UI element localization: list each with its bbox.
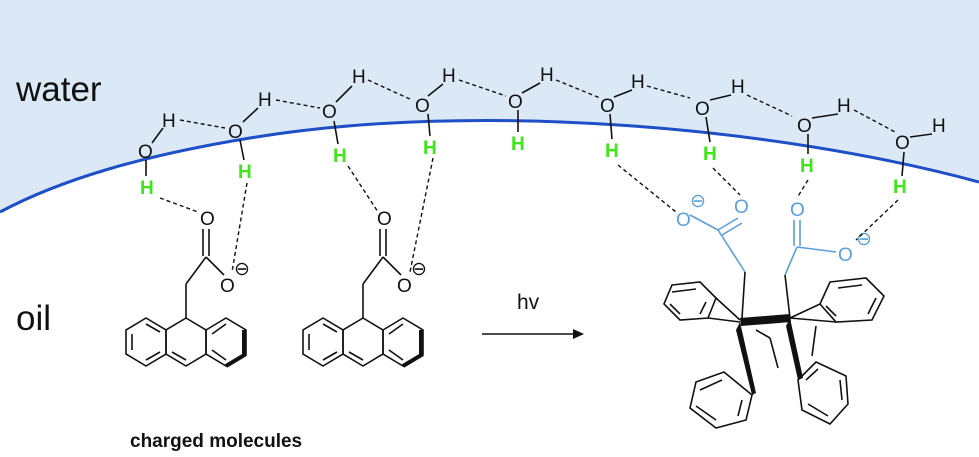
oxygen-atom: O bbox=[600, 96, 615, 117]
carbonyl-oxygen: O bbox=[734, 197, 749, 218]
water-molecule-6: O H H bbox=[600, 72, 645, 162]
water-molecule-1: O H H bbox=[138, 111, 176, 199]
carbonyl-oxygen: O bbox=[790, 200, 805, 221]
oil-label: oil bbox=[16, 299, 51, 338]
carbonyl-oxygen: O bbox=[377, 209, 392, 230]
water-label: water bbox=[15, 70, 102, 109]
photodimer-product: O ⊖ O O O ⊖ bbox=[617, 164, 899, 429]
hydrogen-atom: H bbox=[442, 66, 456, 87]
hbond-hydrogen: H bbox=[511, 134, 525, 155]
oxygen-atom: O bbox=[415, 96, 430, 117]
hydrogen-atom: H bbox=[731, 77, 745, 98]
water-molecule-5: O H H bbox=[508, 65, 554, 155]
water-molecule-4: O H H bbox=[415, 66, 456, 159]
carboxylate-oxygen: O bbox=[676, 210, 691, 231]
hv-label: hv bbox=[517, 291, 540, 314]
carboxylate-right: O O ⊖ bbox=[784, 200, 872, 276]
hbond-hydrogen: H bbox=[238, 162, 252, 183]
carbonyl-oxygen: O bbox=[200, 209, 215, 230]
oxygen-atom: O bbox=[695, 99, 710, 120]
hbond-hydrogen: H bbox=[140, 178, 154, 199]
hydrogen-atom: H bbox=[631, 72, 645, 93]
oxygen-atom: O bbox=[228, 122, 243, 143]
water-molecule-7: O H H bbox=[695, 77, 745, 165]
hydrogen-atom: H bbox=[837, 96, 851, 117]
carboxylate-oxygen: O bbox=[397, 276, 412, 297]
hydrogen-atom: H bbox=[352, 67, 366, 88]
carboxylate-oxygen: O bbox=[220, 276, 235, 297]
water-molecule-2: O H H bbox=[228, 90, 272, 183]
water-molecule-9: O H H bbox=[893, 116, 946, 198]
oil-water-interface bbox=[0, 118, 979, 214]
charged-molecule-2: O O ⊖ bbox=[302, 157, 434, 368]
hbond-hydrogen: H bbox=[893, 177, 907, 198]
water-molecule-8: O H H bbox=[797, 96, 851, 177]
oxygen-atom: O bbox=[797, 116, 812, 137]
hydrogen-atom: H bbox=[258, 90, 272, 111]
hbond-hydrogen: H bbox=[333, 146, 347, 167]
oxygen-atom: O bbox=[895, 133, 910, 154]
negative-charge: ⊖ bbox=[234, 259, 250, 280]
hbond-hydrogen: H bbox=[605, 141, 619, 162]
hydrogen-atom: H bbox=[932, 116, 946, 137]
water-phase-region bbox=[0, 0, 979, 212]
charged-molecule-1: O O ⊖ bbox=[125, 182, 250, 368]
hbond-hydrogen: H bbox=[703, 144, 717, 165]
water-molecule-3: O H H bbox=[322, 67, 366, 167]
hbond-hydrogen: H bbox=[800, 156, 814, 177]
caption-text: charged molecules bbox=[130, 431, 302, 452]
carboxylate-oxygen: O bbox=[838, 245, 853, 266]
hydrogen-atom: H bbox=[540, 65, 554, 86]
carboxylate-left: O ⊖ O bbox=[676, 191, 749, 273]
negative-charge: ⊖ bbox=[690, 191, 706, 212]
oxygen-atom: O bbox=[322, 102, 337, 123]
hydrogen-atom: H bbox=[162, 111, 176, 132]
negative-charge: ⊖ bbox=[411, 259, 427, 280]
oxygen-atom: O bbox=[508, 92, 523, 113]
hbond-hydrogen: H bbox=[423, 138, 437, 159]
reaction-arrow bbox=[482, 329, 584, 339]
oxygen-atom: O bbox=[138, 142, 153, 163]
negative-charge: ⊖ bbox=[856, 229, 872, 250]
